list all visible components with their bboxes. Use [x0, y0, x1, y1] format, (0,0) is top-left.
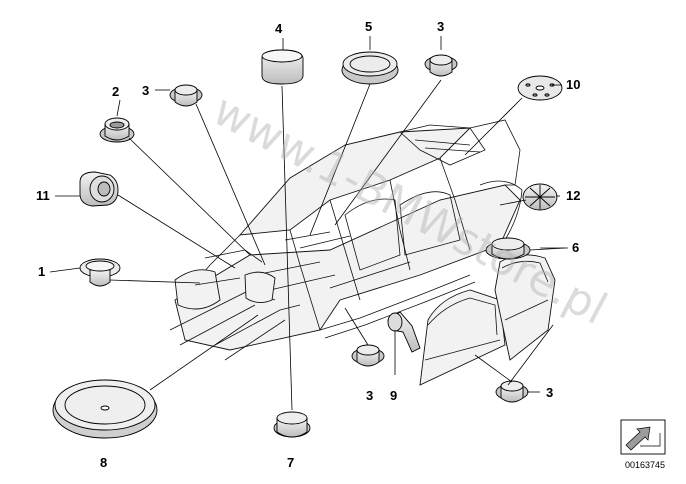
- part-7-grommet: [273, 411, 311, 438]
- callout-4: 4: [275, 21, 283, 36]
- rear-door: [494, 254, 556, 361]
- part-6-grommet: [485, 237, 531, 260]
- car-body-shell: [169, 119, 523, 361]
- arrow-icon: [625, 426, 651, 451]
- callout-10: 10: [566, 77, 580, 92]
- callout-12: 12: [566, 188, 580, 203]
- part-3-grommet-left: [169, 84, 203, 107]
- reference-number: 00163745: [625, 460, 665, 470]
- callout-3-right: 3: [546, 385, 553, 400]
- leader-lines: [49, 36, 568, 411]
- callout-6: 6: [572, 240, 579, 255]
- part-12-ribbed-cap: [522, 183, 558, 211]
- callout-8: 8: [100, 455, 107, 470]
- callout-3-top: 3: [437, 19, 444, 34]
- callout-7: 7: [287, 455, 294, 470]
- front-door: [419, 289, 506, 386]
- callout-3-left: 3: [142, 83, 149, 98]
- part-2-grommet: [99, 117, 135, 143]
- callout-9: 9: [390, 388, 397, 403]
- reference-box: 00163745: [620, 419, 666, 470]
- callout-5: 5: [365, 19, 372, 34]
- callout-1: 1: [38, 264, 45, 279]
- part-5-plug: [341, 51, 399, 85]
- callout-2: 2: [112, 84, 119, 99]
- part-1-grommet: [79, 258, 121, 287]
- part-3-grommet-bottom: [351, 344, 385, 367]
- part-3-grommet-right: [495, 380, 529, 403]
- callout-11: 11: [36, 188, 50, 203]
- callout-numbers: 1 2 3 4 5 3 10 11 12 6 3 9 3 8 7: [36, 19, 580, 470]
- part-10-disc: [517, 75, 563, 101]
- part-11-bellows: [79, 171, 119, 207]
- part-3-grommet-top: [424, 54, 458, 77]
- part-4-cap: [261, 49, 304, 85]
- callout-3-bottom: 3: [366, 388, 373, 403]
- part-9-cable-grommet: [387, 311, 421, 353]
- part-8-large-plug: [52, 379, 158, 439]
